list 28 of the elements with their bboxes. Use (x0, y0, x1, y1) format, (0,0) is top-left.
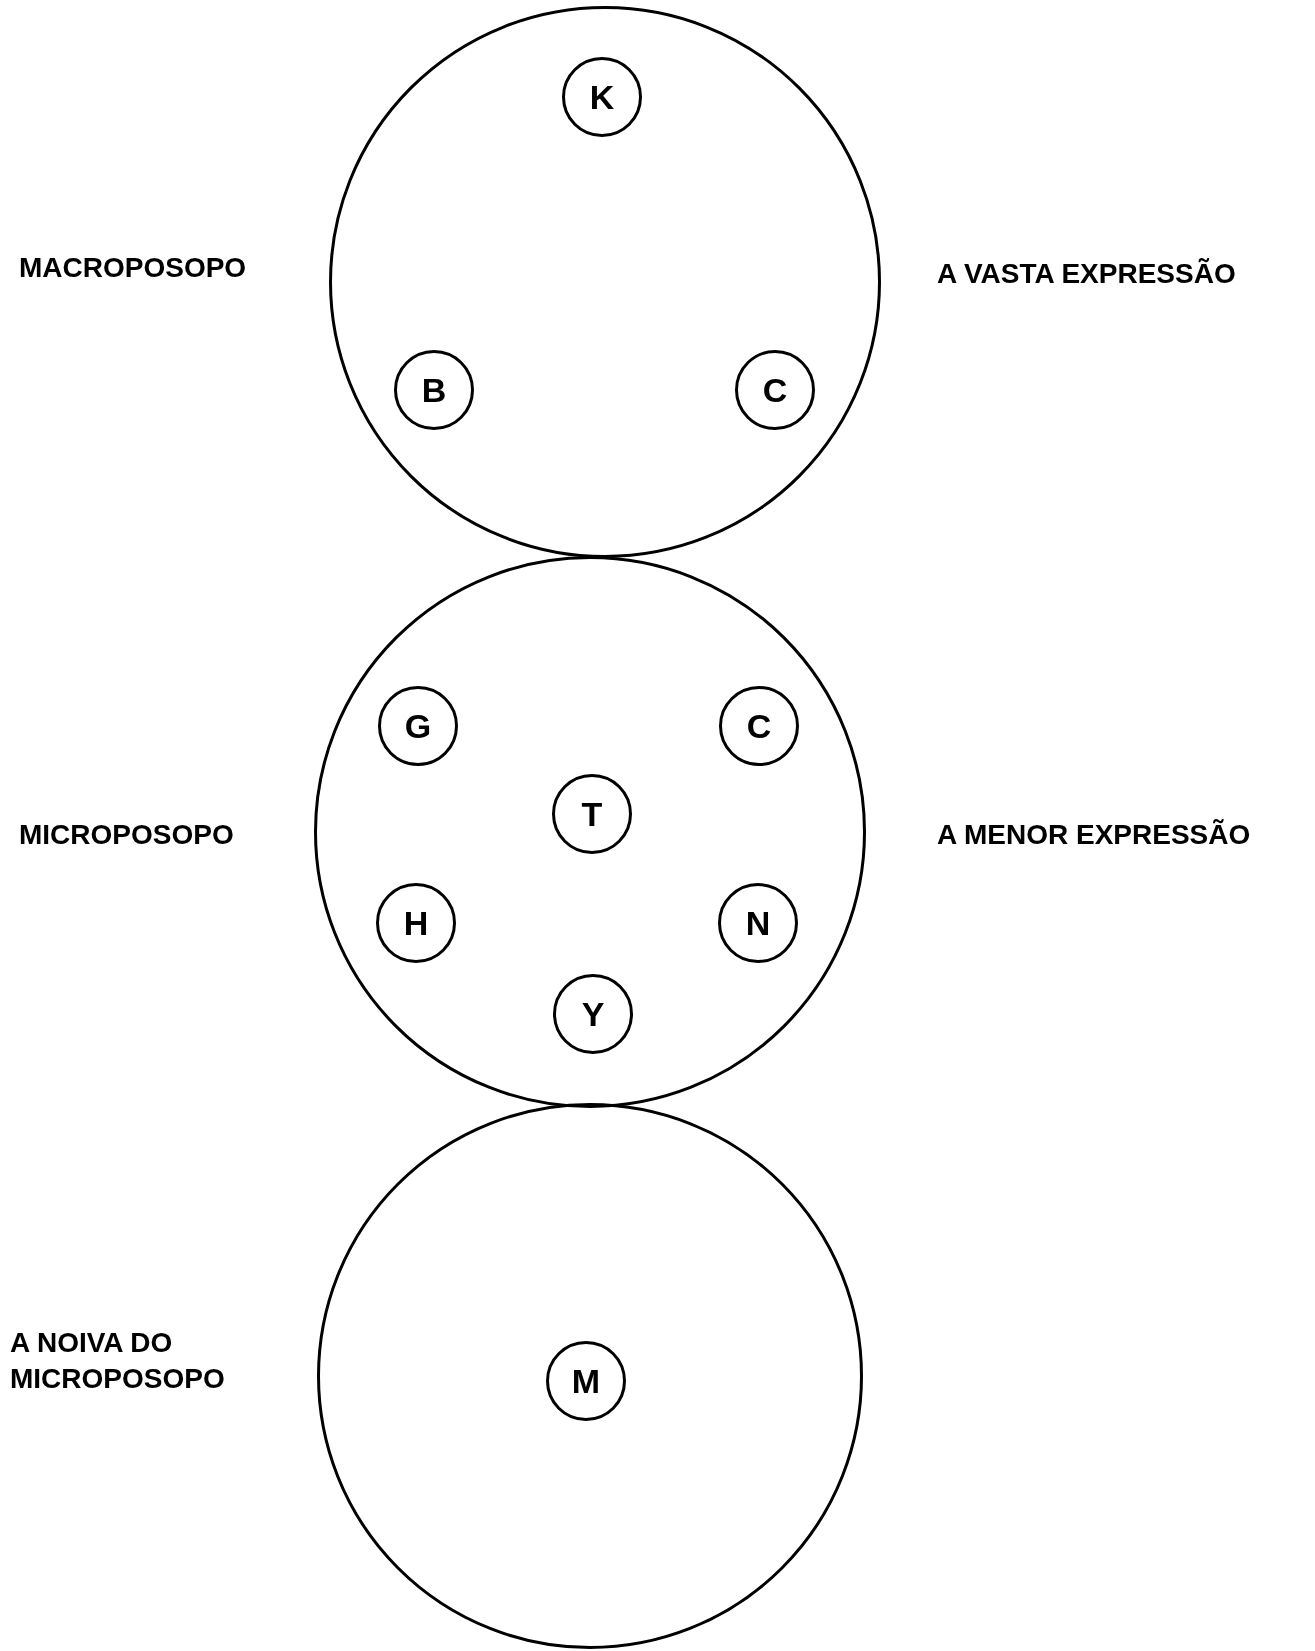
circle-letter: C (746, 709, 772, 743)
side-label: A MENOR EXPRESSÃO (937, 818, 1251, 852)
letter-circle (735, 350, 815, 430)
circle-letter: Y (581, 997, 605, 1031)
circle-outline (329, 6, 881, 558)
circle-letter: K (589, 80, 615, 114)
letter-circle (394, 350, 474, 430)
circle-letter: H (403, 906, 429, 940)
letter-circle (719, 686, 799, 766)
letter-circle (546, 1341, 626, 1421)
letter-circle (552, 774, 632, 854)
side-label: MICROPOSOPO (19, 818, 234, 852)
letter-circle (718, 883, 798, 963)
circle-letter: G (404, 709, 432, 743)
letter-circle (562, 57, 642, 137)
circle-outline (314, 556, 866, 1108)
side-label: A NOIVA DO MICROPOSOPO (10, 1326, 226, 1397)
circle-letter: C (762, 373, 788, 407)
letter-circle (378, 686, 458, 766)
letter-circle (553, 974, 633, 1054)
side-label: MACROPOSOPO (19, 251, 247, 285)
circle-letter: T (581, 797, 603, 831)
letter-circle (376, 883, 456, 963)
circle-letter: N (745, 906, 771, 940)
side-label: A VASTA EXPRESSÃO (937, 257, 1236, 291)
circle-letter: B (421, 373, 447, 407)
circle-outline (317, 1103, 863, 1649)
circle-letter: M (571, 1364, 601, 1398)
